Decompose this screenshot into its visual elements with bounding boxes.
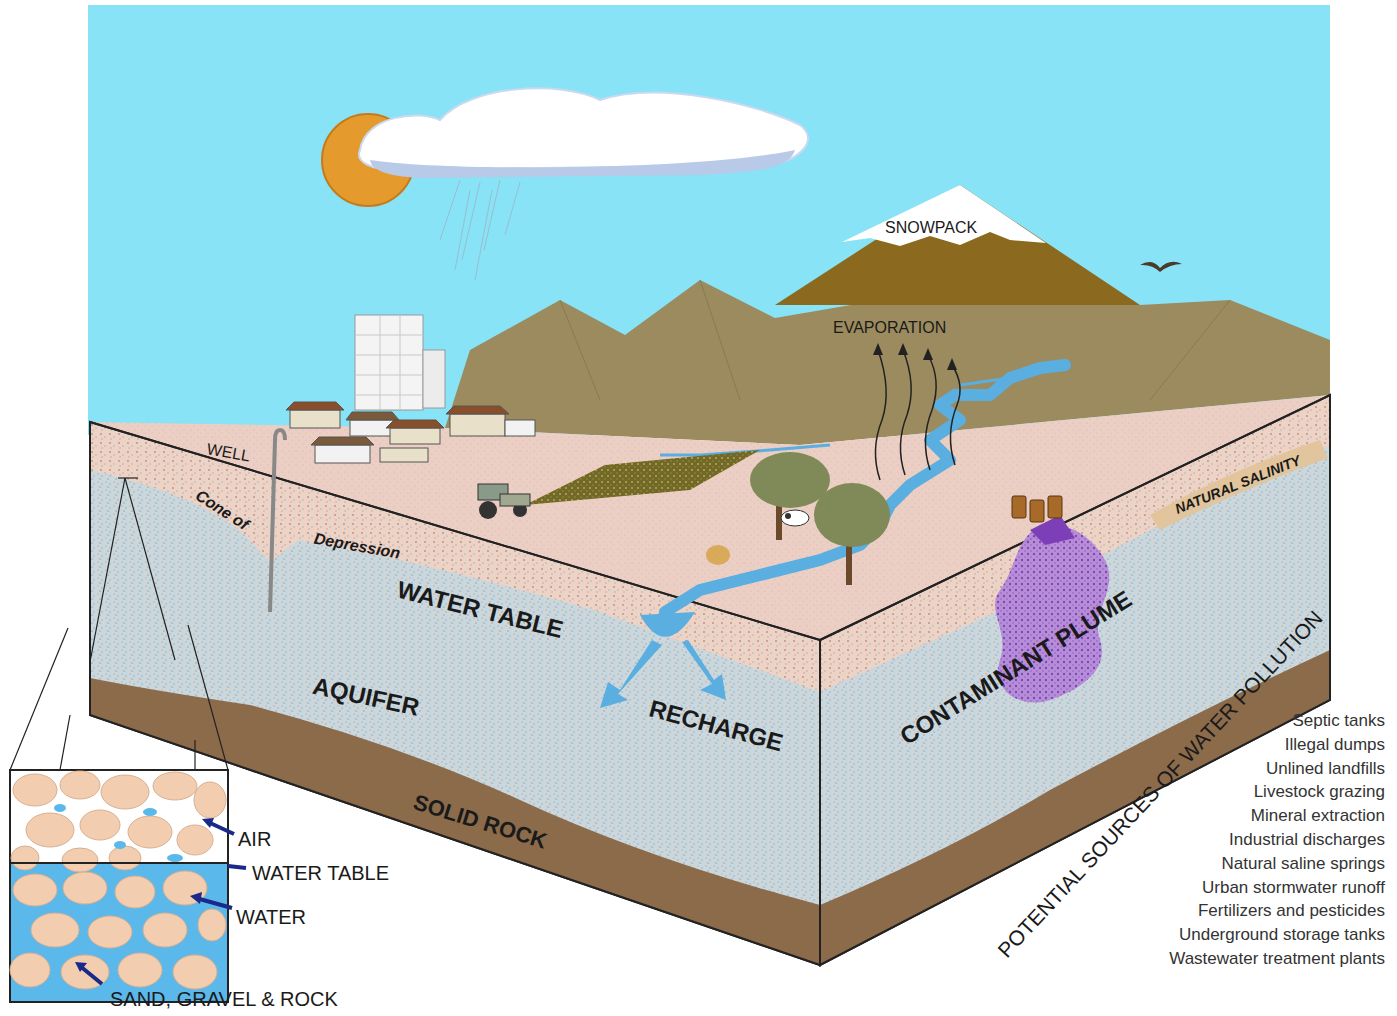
- pollution-source: Natural saline springs: [1222, 855, 1385, 874]
- pollution-source: Illegal dumps: [1285, 736, 1385, 755]
- pollution-source: Unlined landfills: [1266, 760, 1385, 779]
- inset-label: AIR: [238, 828, 271, 850]
- pollution-source: Industrial discharges: [1229, 831, 1385, 850]
- process-label: EVAPORATION: [833, 319, 946, 337]
- inset-label: WATER TABLE: [252, 862, 389, 884]
- pollution-source: Fertilizers and pesticides: [1198, 902, 1385, 921]
- pollution-source: Underground storage tanks: [1179, 926, 1385, 945]
- pollution-source: Mineral extraction: [1251, 807, 1385, 826]
- inset-label: SAND, GRAVEL & ROCK: [110, 988, 338, 1010]
- inset-label: WATER: [236, 906, 306, 928]
- pollution-source: Urban stormwater runoff: [1202, 879, 1385, 898]
- mountain-label: SNOWPACK: [885, 219, 977, 237]
- pollution-source: Wastewater treatment plants: [1169, 950, 1385, 969]
- pollution-source: Livestock grazing: [1254, 783, 1385, 802]
- pollution-source: Septic tanks: [1292, 712, 1385, 731]
